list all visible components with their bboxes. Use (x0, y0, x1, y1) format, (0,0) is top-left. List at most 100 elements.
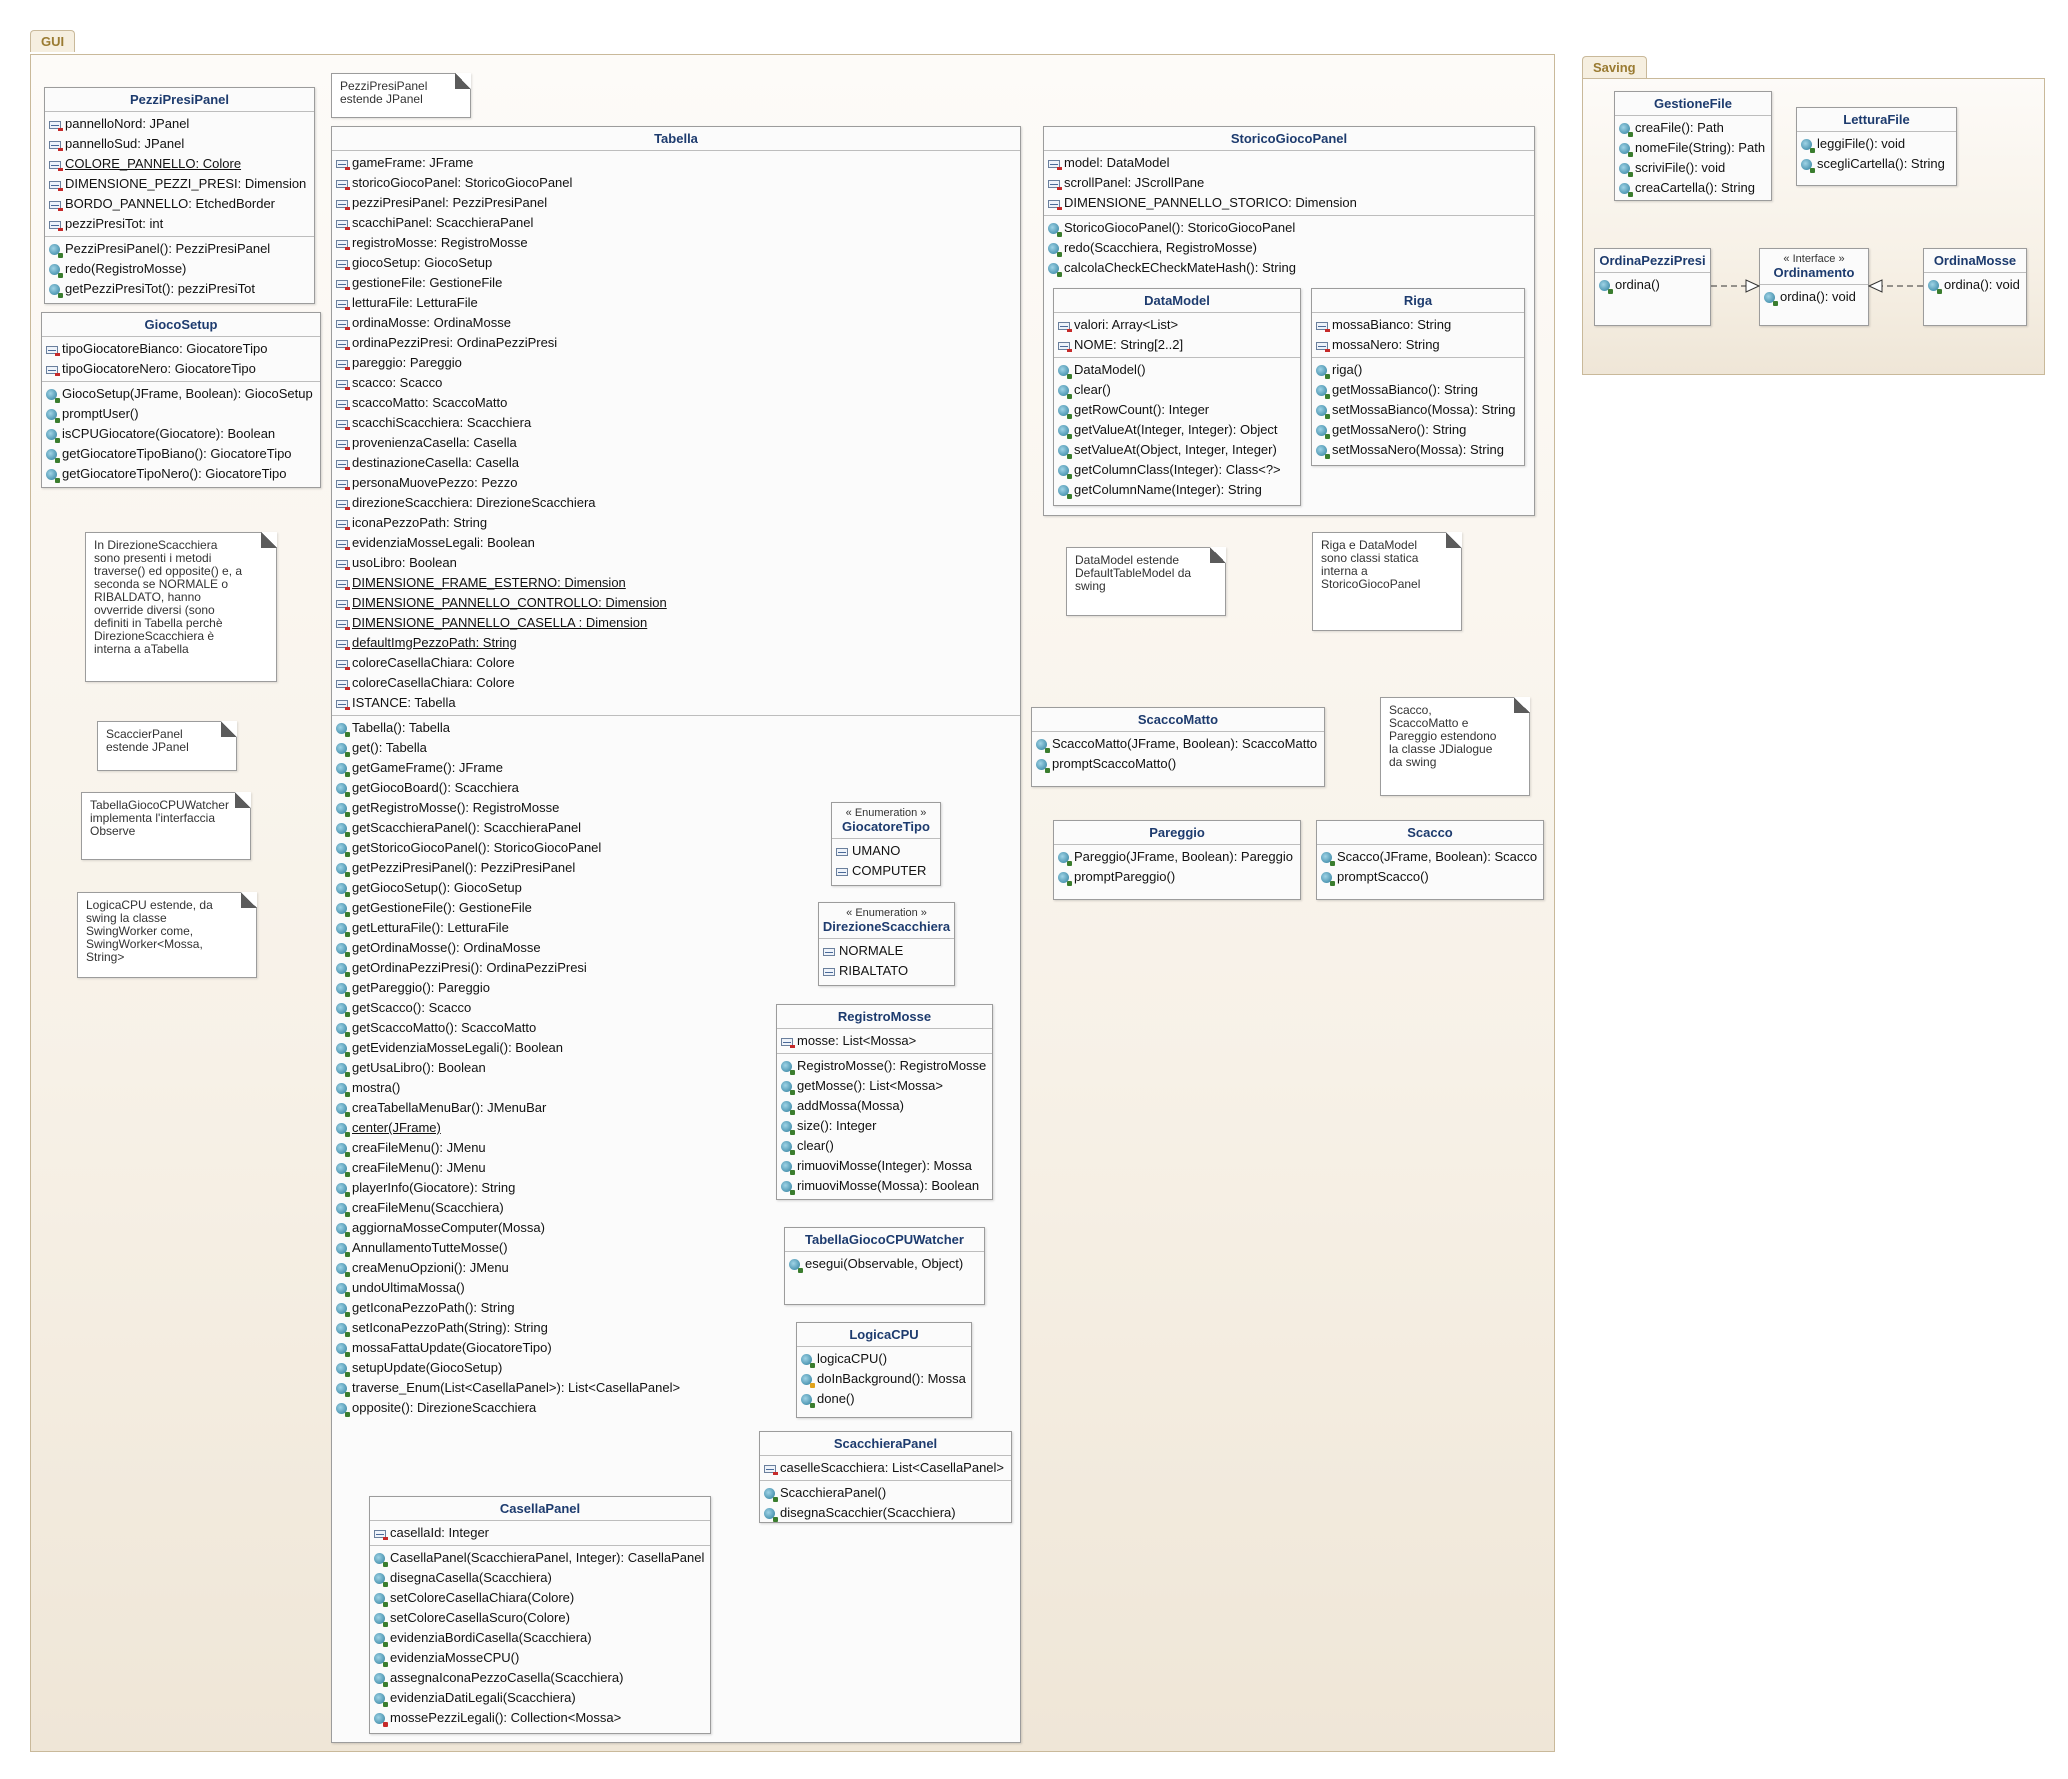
attribute-row[interactable]: pannelloNord: JPanel (45, 114, 314, 134)
operation-row[interactable]: getUsaLibro(): Boolean (332, 1058, 1020, 1078)
attribute-row[interactable]: DIMENSIONE_PANNELLO_STORICO: Dimension (1044, 193, 1534, 213)
operation-row[interactable]: nomeFile(String): Path (1615, 138, 1771, 158)
operation-row[interactable]: Pareggio(JFrame, Boolean): Pareggio (1054, 847, 1300, 867)
attribute-row[interactable]: registroMosse: RegistroMosse (332, 233, 1020, 253)
operation-row[interactable]: setMossaBianco(Mossa): String (1312, 400, 1524, 420)
operation-row[interactable]: getPezziPresiPanel(): PezziPresiPanel (332, 858, 1020, 878)
operation-row[interactable]: disegnaScacchier(Scacchiera) (760, 1503, 1011, 1522)
attribute-row[interactable]: gestioneFile: GestioneFile (332, 273, 1020, 293)
operation-row[interactable]: getGestioneFile(): GestioneFile (332, 898, 1020, 918)
operation-row[interactable]: getIconaPezzoPath(): String (332, 1298, 1020, 1318)
operation-row[interactable]: getGiocatoreTipoBiano(): GiocatoreTipo (42, 444, 320, 464)
attribute-row[interactable]: casellaId: Integer (370, 1523, 710, 1543)
operation-row[interactable]: CasellaPanel(ScacchieraPanel, Integer): … (370, 1548, 710, 1568)
operation-row[interactable]: getPareggio(): Pareggio (332, 978, 1020, 998)
operation-row[interactable]: clear() (1054, 380, 1300, 400)
operation-row[interactable]: RegistroMosse(): RegistroMosse (777, 1056, 992, 1076)
attribute-row[interactable]: scacchiScacchiera: Scacchiera (332, 413, 1020, 433)
operation-row[interactable]: ordina(): void (1760, 287, 1868, 307)
operation-row[interactable]: clear() (777, 1136, 992, 1156)
operation-row[interactable]: aggiornaMosseComputer(Mossa) (332, 1218, 1020, 1238)
operation-row[interactable]: getRegistroMosse(): RegistroMosse (332, 798, 1020, 818)
operation-row[interactable]: getScacchieraPanel(): ScacchieraPanel (332, 818, 1020, 838)
attribute-row[interactable]: pareggio: Pareggio (332, 353, 1020, 373)
operation-row[interactable]: getPezziPresiTot(): pezziPresiTot (45, 279, 314, 299)
operation-row[interactable]: rimuoviMosse(Integer): Mossa (777, 1156, 992, 1176)
attribute-row[interactable]: mossaBianco: String (1312, 315, 1524, 335)
operation-row[interactable]: getScacco(): Scacco (332, 998, 1020, 1018)
operation-row[interactable]: DataModel() (1054, 360, 1300, 380)
operation-row[interactable]: leggiFile(): void (1797, 134, 1956, 154)
operation-row[interactable]: getMossaNero(): String (1312, 420, 1524, 440)
attribute-row[interactable]: storicoGiocoPanel: StoricoGiocoPanel (332, 173, 1020, 193)
operation-row[interactable]: evidenziaBordiCasella(Scacchiera) (370, 1628, 710, 1648)
literal-row[interactable]: UMANO (832, 841, 940, 861)
attribute-row[interactable]: pezziPresiPanel: PezziPresiPanel (332, 193, 1020, 213)
operation-row[interactable]: creaCartella(): String (1615, 178, 1771, 198)
attribute-row[interactable]: ordinaMosse: OrdinaMosse (332, 313, 1020, 333)
operation-row[interactable]: getColumnClass(Integer): Class<?> (1054, 460, 1300, 480)
attribute-row[interactable]: DIMENSIONE_PANNELLO_CASELLA : Dimension (332, 613, 1020, 633)
operation-row[interactable]: ordina(): void (1924, 275, 2026, 295)
operation-row[interactable]: getScaccoMatto(): ScaccoMatto (332, 1018, 1020, 1038)
operation-row[interactable]: creaTabellaMenuBar(): JMenuBar (332, 1098, 1020, 1118)
operation-row[interactable]: getMossaBianco(): String (1312, 380, 1524, 400)
attribute-row[interactable]: evidenziaMosseLegali: Boolean (332, 533, 1020, 553)
operation-row[interactable]: setValueAt(Object, Integer, Integer) (1054, 440, 1300, 460)
attribute-row[interactable]: giocoSetup: GiocoSetup (332, 253, 1020, 273)
operation-row[interactable]: mossePezziLegali(): Collection<Mossa> (370, 1708, 710, 1728)
operation-row[interactable]: redo(Scacchiera, RegistroMosse) (1044, 238, 1534, 258)
attribute-row[interactable]: provenienzaCasella: Casella (332, 433, 1020, 453)
attribute-row[interactable]: usoLibro: Boolean (332, 553, 1020, 573)
attribute-row[interactable]: tipoGiocatoreNero: GiocatoreTipo (42, 359, 320, 379)
literal-row[interactable]: COMPUTER (832, 861, 940, 881)
attribute-row[interactable]: caselleScacchiera: List<CasellaPanel> (760, 1458, 1011, 1478)
operation-row[interactable]: AnnullamentoTutteMosse() (332, 1238, 1020, 1258)
operation-row[interactable]: promptUser() (42, 404, 320, 424)
attribute-row[interactable]: model: DataModel (1044, 153, 1534, 173)
operation-row[interactable]: undoUltimaMossa() (332, 1278, 1020, 1298)
operation-row[interactable]: size(): Integer (777, 1116, 992, 1136)
attribute-row[interactable]: personaMuovePezzo: Pezzo (332, 473, 1020, 493)
operation-row[interactable]: getOrdinaMosse(): OrdinaMosse (332, 938, 1020, 958)
operation-row[interactable]: scegliCartella(): String (1797, 154, 1956, 174)
operation-row[interactable]: promptPareggio() (1054, 867, 1300, 887)
operation-row[interactable]: getOrdinaPezziPresi(): OrdinaPezziPresi (332, 958, 1020, 978)
operation-row[interactable]: esegui(Observable, Object) (785, 1254, 984, 1274)
attribute-row[interactable]: scacchiPanel: ScacchieraPanel (332, 213, 1020, 233)
operation-row[interactable]: setColoreCasellaChiara(Colore) (370, 1588, 710, 1608)
operation-row[interactable]: getEvidenziaMosseLegali(): Boolean (332, 1038, 1020, 1058)
operation-row[interactable]: setupUpdate(GiocoSetup) (332, 1358, 1020, 1378)
attribute-row[interactable]: coloreCasellaChiara: Colore (332, 673, 1020, 693)
operation-row[interactable]: creaFileMenu(): JMenu (332, 1158, 1020, 1178)
operation-row[interactable]: Tabella(): Tabella (332, 718, 1020, 738)
operation-row[interactable]: getColumnName(Integer): String (1054, 480, 1300, 500)
operation-row[interactable]: promptScacco() (1317, 867, 1543, 887)
operation-row[interactable]: done() (797, 1389, 971, 1409)
operation-row[interactable]: getStoricoGiocoPanel(): StoricoGiocoPane… (332, 838, 1020, 858)
attribute-row[interactable]: coloreCasellaChiara: Colore (332, 653, 1020, 673)
attribute-row[interactable]: defaultImgPezzoPath: String (332, 633, 1020, 653)
operation-row[interactable]: PezziPresiPanel(): PezziPresiPanel (45, 239, 314, 259)
operation-row[interactable]: scriviFile(): void (1615, 158, 1771, 178)
operation-row[interactable]: doInBackground(): Mossa (797, 1369, 971, 1389)
package-tab-gui[interactable]: GUI (30, 30, 76, 52)
operation-row[interactable]: creaFileMenu(): JMenu (332, 1138, 1020, 1158)
operation-row[interactable]: getLetturaFile(): LetturaFile (332, 918, 1020, 938)
attribute-row[interactable]: BORDO_PANNELLO: EtchedBorder (45, 194, 314, 214)
operation-row[interactable]: creaMenuOpzioni(): JMenu (332, 1258, 1020, 1278)
operation-row[interactable]: evidenziaDatiLegali(Scacchiera) (370, 1688, 710, 1708)
operation-row[interactable]: setIconaPezzoPath(String): String (332, 1318, 1020, 1338)
